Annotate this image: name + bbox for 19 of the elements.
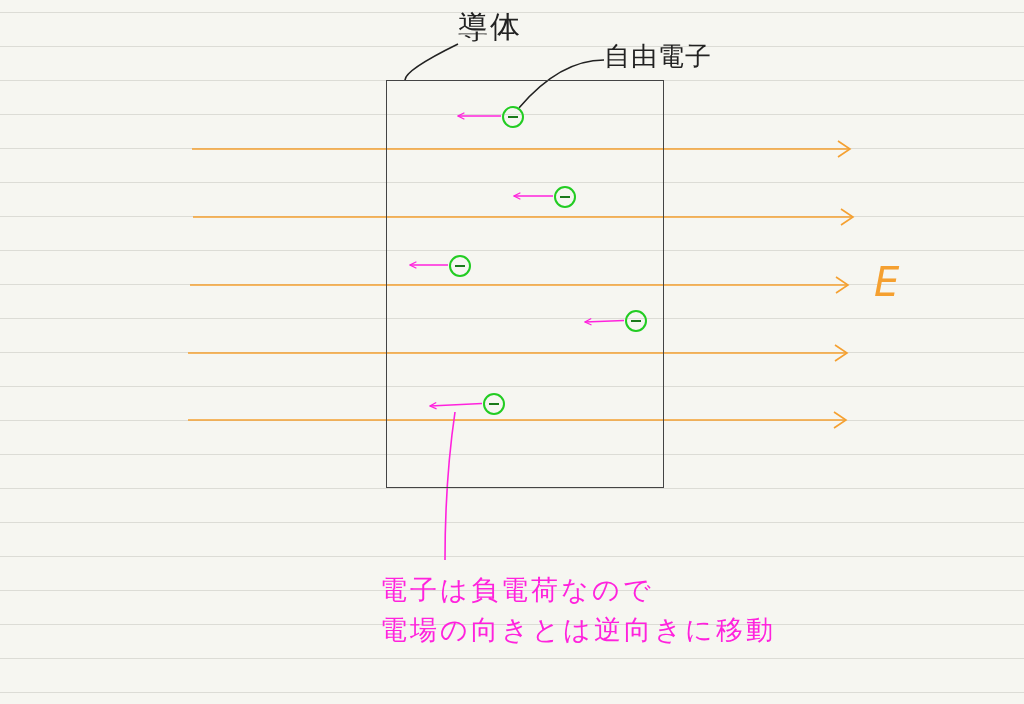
- electron-circle: [502, 106, 524, 128]
- field-symbol: E: [874, 262, 900, 302]
- arrow: [513, 192, 554, 200]
- part-label: 導体: [458, 7, 522, 46]
- leader-line: [444, 411, 456, 561]
- arrow: [457, 112, 502, 120]
- electron-circle: [554, 186, 576, 208]
- arrow: [429, 401, 483, 410]
- leader-line: [404, 43, 459, 81]
- conductor-rectangle: [386, 80, 664, 488]
- arrow: [409, 261, 449, 269]
- part-label: 自由電子: [604, 39, 712, 73]
- electron-circle: [483, 393, 505, 415]
- leader-line: [518, 59, 605, 109]
- electron-circle: [449, 255, 471, 277]
- arrow: [584, 317, 625, 326]
- note-text: 電場の向きとは逆向きに移動: [380, 613, 776, 647]
- electron-circle: [625, 310, 647, 332]
- note-text: 電子は負電荷なので: [380, 572, 654, 607]
